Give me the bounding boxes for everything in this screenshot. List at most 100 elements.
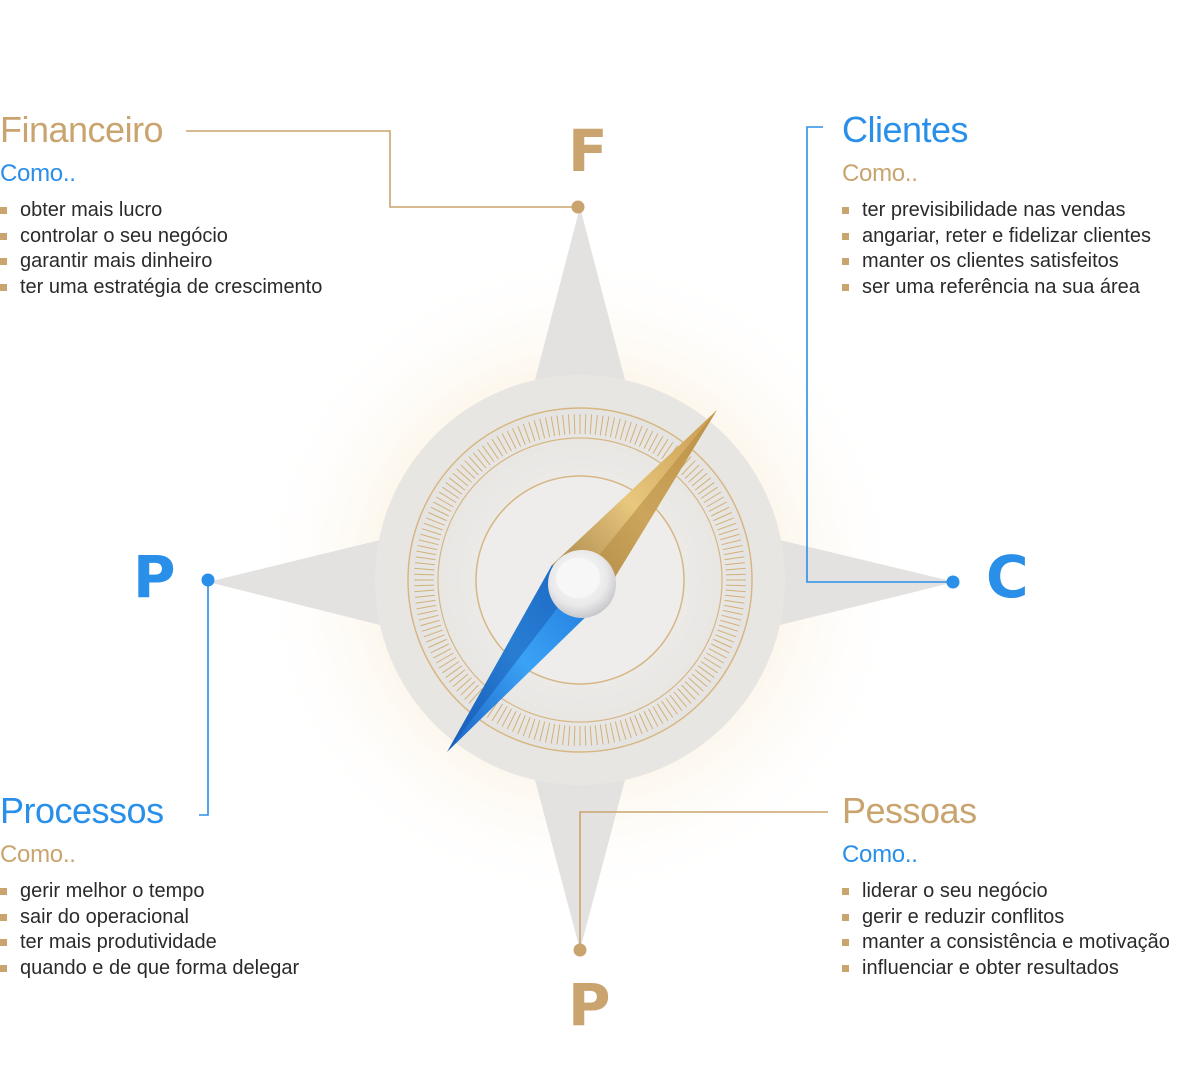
compass-tick bbox=[452, 673, 469, 688]
compass-tick bbox=[706, 496, 725, 508]
compass-tick bbox=[703, 491, 722, 504]
compass-tick bbox=[708, 648, 727, 659]
section-pessoas: Pessoas Como.. liderar o seu negócio ger… bbox=[842, 791, 1170, 981]
compass-tick bbox=[673, 691, 688, 708]
compass-tick bbox=[482, 445, 495, 463]
compass-tick bbox=[533, 720, 541, 740]
compass-tick bbox=[624, 718, 632, 739]
compass-tick bbox=[423, 522, 443, 531]
list-item: influenciar e obter resultados bbox=[842, 956, 1170, 982]
list-item: gerir melhor o tempo bbox=[0, 879, 299, 905]
compass-tick bbox=[414, 562, 435, 566]
compass-tick bbox=[715, 517, 735, 526]
compass-tick bbox=[725, 589, 746, 593]
compass-tick bbox=[506, 711, 517, 730]
compass-tick bbox=[418, 539, 439, 546]
compass-tick bbox=[717, 629, 737, 638]
compass-tick bbox=[711, 643, 730, 654]
compass-tick bbox=[599, 415, 604, 436]
compass-tick bbox=[725, 573, 746, 576]
compass-tick bbox=[435, 496, 454, 508]
item-list: obter mais lucro controlar o seu negócio… bbox=[0, 198, 322, 300]
compass-tick bbox=[550, 723, 556, 744]
compass-tick bbox=[562, 725, 566, 746]
compass-tick bbox=[428, 512, 447, 522]
compass-tick bbox=[448, 477, 466, 491]
compass-tick bbox=[648, 433, 659, 452]
compass-tick bbox=[544, 722, 551, 743]
list-item: garantir mais dinheiro bbox=[0, 249, 322, 275]
section-subtitle: Como.. bbox=[842, 841, 918, 868]
compass-tick bbox=[718, 624, 739, 632]
compass-tick bbox=[544, 417, 551, 438]
compass-tick bbox=[442, 661, 460, 674]
compass-tick bbox=[721, 614, 742, 621]
section-clientes: Clientes Como.. ter previsibilidade nas … bbox=[842, 110, 1151, 300]
compass-tick bbox=[472, 452, 487, 469]
compass-tick bbox=[722, 609, 743, 616]
compass-tick bbox=[684, 464, 700, 479]
compass-tick bbox=[468, 688, 483, 704]
compass-tick bbox=[512, 713, 522, 732]
compass-tick bbox=[614, 721, 621, 742]
list-item: controlar o seu negócio bbox=[0, 224, 322, 250]
compass-tick bbox=[512, 428, 522, 447]
compass-tick bbox=[428, 638, 447, 648]
compass-tick bbox=[604, 723, 610, 744]
compass-tick bbox=[556, 415, 561, 436]
compass-tick bbox=[435, 652, 454, 664]
compass-tick bbox=[416, 604, 437, 610]
compass-tick bbox=[539, 721, 546, 742]
compass-tick bbox=[421, 624, 442, 632]
compass-tick bbox=[723, 550, 744, 556]
letter-top: F bbox=[568, 117, 608, 185]
compass-tick bbox=[430, 643, 449, 654]
section-subtitle: Como.. bbox=[0, 160, 76, 187]
compass-tick bbox=[556, 724, 561, 745]
compass-tick bbox=[718, 528, 739, 536]
compass-tick bbox=[420, 533, 440, 541]
compass-tick bbox=[522, 717, 531, 737]
compass-tick bbox=[456, 677, 472, 692]
compass-tick bbox=[589, 414, 593, 435]
compass-tick bbox=[425, 634, 445, 643]
compass-tick bbox=[414, 584, 435, 587]
compass-tick bbox=[711, 506, 730, 517]
compass-tick bbox=[691, 472, 708, 487]
compass-tick bbox=[456, 468, 472, 483]
compass-tick bbox=[584, 414, 587, 435]
compass-tick bbox=[491, 438, 504, 457]
compass-tick bbox=[715, 634, 735, 643]
compass-tick bbox=[533, 420, 541, 440]
compass-tick bbox=[629, 717, 638, 737]
compass-tick bbox=[725, 567, 746, 571]
list-item: gerir e reduzir conflitos bbox=[842, 905, 1170, 931]
compass-tick bbox=[723, 604, 744, 610]
compass-tick bbox=[442, 486, 460, 499]
compass-tick bbox=[506, 430, 517, 449]
list-item: quando e de que forma delegar bbox=[0, 956, 299, 982]
compass-tick bbox=[643, 711, 654, 730]
compass-tick bbox=[713, 638, 732, 648]
compass-tick bbox=[725, 584, 746, 587]
compass-tick bbox=[491, 703, 504, 722]
letter-bottom: P bbox=[568, 971, 611, 1039]
compass-tick bbox=[445, 482, 463, 495]
compass-tick bbox=[550, 416, 556, 437]
compass-tick bbox=[697, 665, 715, 678]
compass-tick bbox=[594, 414, 598, 435]
compass-tick bbox=[724, 556, 745, 561]
list-item: ter mais produtividade bbox=[0, 930, 299, 956]
compass-tick bbox=[643, 430, 654, 449]
compass-tick bbox=[619, 720, 627, 740]
connector-pessoas bbox=[579, 811, 828, 950]
compass-tick bbox=[496, 706, 508, 725]
compass-tick bbox=[700, 486, 718, 499]
section-title: Processos bbox=[0, 790, 164, 831]
compass-tick bbox=[517, 715, 526, 735]
list-item: sair do operacional bbox=[0, 905, 299, 931]
compass-tick bbox=[415, 599, 436, 604]
compass-tick bbox=[661, 700, 674, 718]
compass-tick bbox=[624, 421, 632, 442]
